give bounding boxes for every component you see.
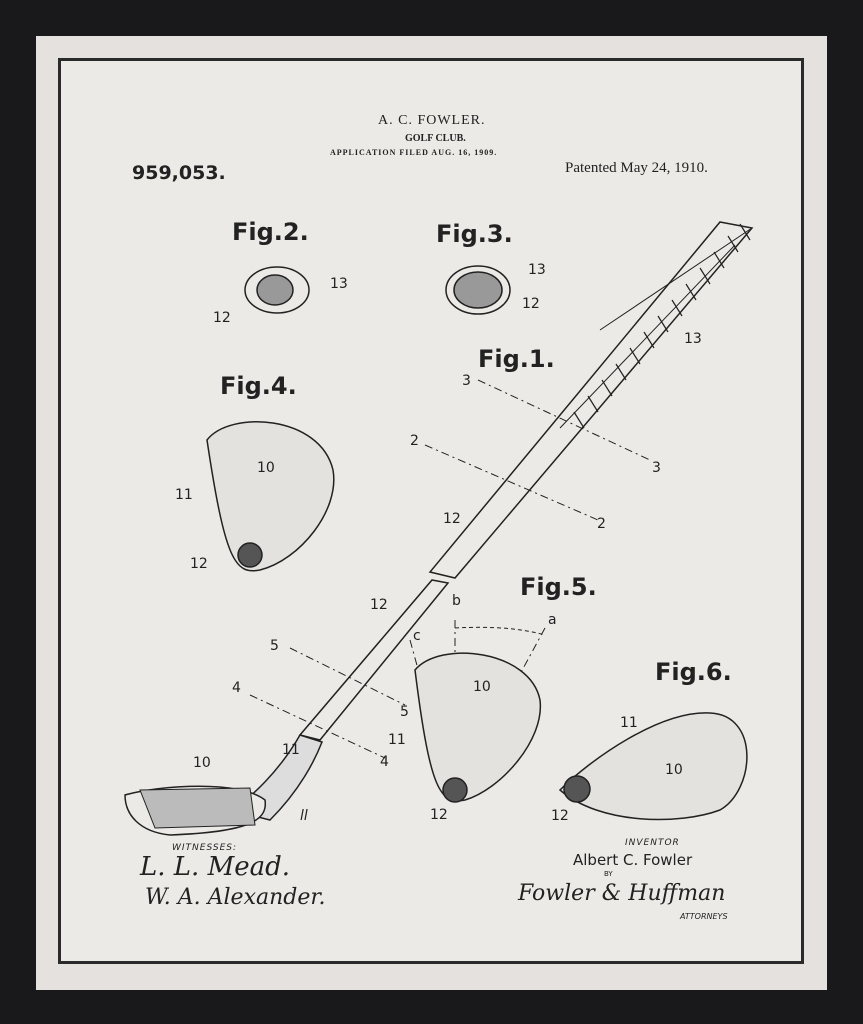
ref-label: b [452, 593, 461, 609]
ref-label: 13 [528, 262, 546, 278]
witnesses-label: WITNESSES: [172, 843, 238, 853]
ref-label: 2 [597, 516, 606, 532]
inventor-heading: A. C. FOWLER. [378, 113, 486, 128]
ref-label: 12 [370, 597, 388, 613]
ref-label: 4 [380, 754, 389, 770]
ref-label: 3 [652, 460, 661, 476]
ref-label: 12 [213, 310, 231, 326]
fig-2-label: Fig.2. [232, 218, 309, 246]
ref-label: 12 [190, 556, 208, 572]
witness-signature-1: L. L. Mead. [140, 852, 291, 882]
ref-label: 3 [462, 373, 471, 389]
ref-label: 5 [400, 704, 409, 720]
ref-label: 11 [282, 742, 300, 758]
patented-date: Patented May 24, 1910. [565, 160, 708, 176]
ref-label: 12 [551, 808, 569, 824]
fig-4-label: Fig.4. [220, 372, 297, 400]
ref-label: 5 [270, 638, 279, 654]
ref-label: 13 [684, 331, 702, 347]
ref-label: 12 [430, 807, 448, 823]
fig4-drawing [206, 421, 335, 572]
ref-label: 11 [175, 487, 193, 503]
ref-label: 12 [443, 511, 461, 527]
golf-club-drawing [124, 221, 754, 836]
patent-title: GOLF CLUB. [405, 133, 466, 144]
ref-label: 11 [620, 715, 638, 731]
inventor-label: INVENTOR [625, 838, 680, 848]
ref-label: 10 [665, 762, 683, 778]
inventor-name: Albert C. Fowler [573, 851, 693, 869]
fig-3-label: Fig.3. [436, 220, 513, 248]
ref-label: ll [300, 808, 308, 824]
fig-5-label: Fig.5. [520, 573, 597, 601]
fig-6-label: Fig.6. [655, 658, 732, 686]
by-label: BY [604, 870, 613, 878]
fig-1-label: Fig.1. [478, 345, 555, 373]
ref-label: 13 [330, 276, 348, 292]
fig6-drawing [558, 712, 748, 821]
attorneys-signature: Fowler & Huffman [518, 881, 726, 906]
witness-signature-2: W. A. Alexander. [145, 885, 326, 910]
fig2-drawing [244, 266, 310, 314]
fig5-drawing [414, 652, 541, 802]
filed-date: APPLICATION FILED AUG. 16, 1909. [330, 148, 498, 157]
patent-number: 959,053. [132, 162, 226, 184]
ref-label: 10 [193, 755, 211, 771]
ref-label: 11 [388, 732, 406, 748]
ref-label: c [413, 628, 421, 644]
fig3-drawing [445, 265, 511, 315]
ref-label: 10 [473, 679, 491, 695]
ref-label: 12 [522, 296, 540, 312]
attorneys-label: ATTORNEYS [680, 912, 728, 921]
ref-label: 4 [232, 680, 241, 696]
ref-label: 10 [257, 460, 275, 476]
ref-label: 2 [410, 433, 419, 449]
ref-label: a [548, 612, 557, 628]
